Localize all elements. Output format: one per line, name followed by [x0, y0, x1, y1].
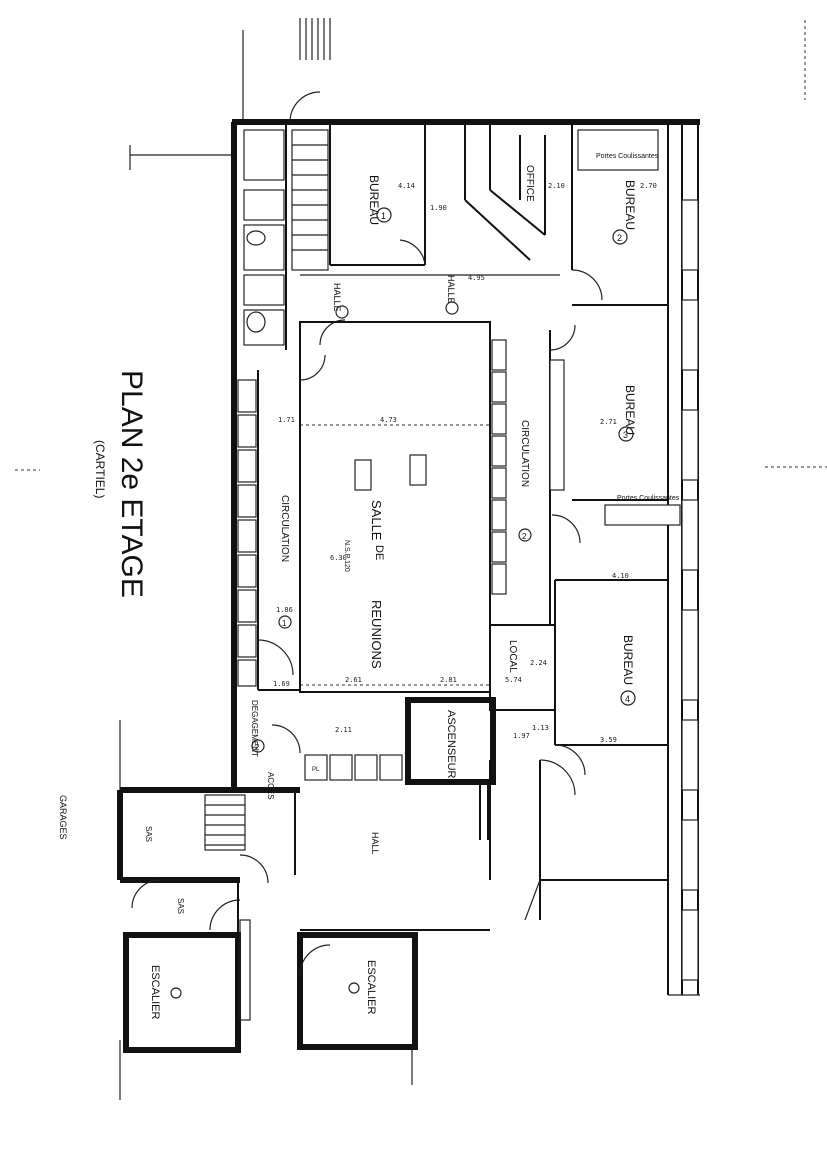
left-service-column: [243, 91, 329, 350]
plan-title-text: PLAN 2e ETAGE: [115, 370, 148, 598]
garages-label: GARAGES: [58, 795, 68, 840]
halle-2-label: HALLE: [446, 275, 456, 304]
hall-label: HALL: [370, 832, 380, 855]
bureau-3-label: BUREAU: [623, 385, 637, 435]
circulation-2-number: 2: [522, 532, 527, 541]
circulation-1-number: 1: [282, 619, 287, 628]
dim: 1.90: [430, 204, 447, 212]
dim: 1.13: [532, 724, 549, 732]
dim: 1.71: [278, 416, 295, 424]
pl-row-bottom: PL: [304, 754, 403, 781]
dim: 1.86: [276, 606, 293, 614]
salle-label: SALLE: [369, 500, 384, 541]
room-salle-reunions: SALLE DE REUNIONS N.S.P 120: [299, 321, 491, 693]
dim: 3.59: [600, 736, 617, 744]
de-label: DE: [373, 545, 385, 560]
sas-1-label: SAS: [144, 826, 153, 842]
reunions-label: REUNIONS: [369, 600, 384, 669]
dim: 2.11: [335, 726, 352, 734]
bureau-3-portes: Portes Coulissantes: [617, 495, 680, 502]
dim: 5.74: [505, 676, 522, 684]
dim: 2.81: [440, 676, 457, 684]
dim: 2.10: [548, 182, 565, 190]
dim: 2.61: [345, 676, 362, 684]
room-bureau-2: Portes Coulissantes BUREAU 2: [571, 122, 659, 301]
circulation-1-label: CIRCULATION: [279, 495, 290, 562]
circulation-2-label: CIRCULATION: [519, 420, 530, 487]
dim: 4.14: [398, 182, 415, 190]
office-label: OFFICE: [524, 165, 535, 202]
access-zone: ACCES SAS SAS GARAGES: [58, 720, 275, 1100]
acces-label: ACCES: [266, 772, 275, 800]
dimension-labels: 4.14 2.10 4.95 2.70 2.71 4.73 3.59 2.61 …: [273, 182, 657, 744]
outer-walls: [231, 119, 700, 995]
salle-area: N.S.P 120: [343, 540, 350, 572]
bureau-4-label: BUREAU: [621, 635, 635, 685]
dim: 4.95: [468, 274, 485, 282]
circulation-1: CIRCULATION 1: [237, 370, 301, 690]
halle-1-label: HALLE: [332, 283, 342, 312]
room-local: LOCAL: [489, 624, 556, 711]
facade-windows: [668, 199, 700, 996]
room-ascenseur: ASCENSEUR: [405, 697, 496, 840]
bureau-2-portes: Portes Coulissantes: [596, 153, 659, 160]
top-markers: [15, 18, 827, 471]
room-degagement: DEGAGEMENT 2: [250, 689, 301, 757]
room-bureau-3: Portes Coulissantes BUREAU 3: [572, 304, 681, 526]
escalier-1-label: ESCALIER: [149, 965, 161, 1019]
room-bureau-1: BUREAU 1: [329, 122, 426, 266]
escalier-2-label: ESCALIER: [365, 960, 377, 1014]
room-escalier-right: ESCALIER: [297, 929, 490, 1085]
bureau-1-number: 1: [381, 211, 386, 221]
room-hall: HALL: [294, 759, 668, 921]
dim: 6.30: [330, 554, 347, 562]
room-bureau-4: BUREAU 4: [554, 579, 668, 776]
dim: 1.69: [273, 680, 290, 688]
dim: 2.71: [600, 418, 617, 426]
plan-title: PLAN 2e ETAGE (CARTIEL): [93, 370, 148, 598]
plan-subtitle-text: (CARTIEL): [93, 440, 107, 498]
local-label: LOCAL: [507, 640, 518, 673]
degagement-label: DEGAGEMENT: [250, 700, 259, 757]
room-escalier-left: ESCALIER: [123, 880, 251, 1053]
sas-2-label: SAS: [176, 898, 185, 914]
room-office: OFFICE: [464, 122, 546, 261]
bureau-4-number: 4: [625, 694, 630, 704]
dim: 1.97: [513, 732, 530, 740]
bureau-1-label: BUREAU: [367, 175, 381, 225]
ascenseur-label: ASCENSEUR: [445, 710, 457, 779]
dim: 4.10: [612, 572, 629, 580]
degagement-number: 2: [255, 743, 260, 752]
halle-zone: HALLE HALLE: [299, 274, 560, 381]
bureau-2-label: BUREAU: [623, 180, 637, 230]
pl-label: PL: [312, 767, 320, 773]
bureau-3-number: 3: [623, 430, 628, 440]
dim: 4.73: [380, 416, 397, 424]
dim: 2.70: [640, 182, 657, 190]
dim: 2.24: [530, 659, 547, 667]
bureau-2-number: 2: [617, 233, 622, 243]
circulation-2: CIRCULATION 2: [489, 324, 581, 625]
